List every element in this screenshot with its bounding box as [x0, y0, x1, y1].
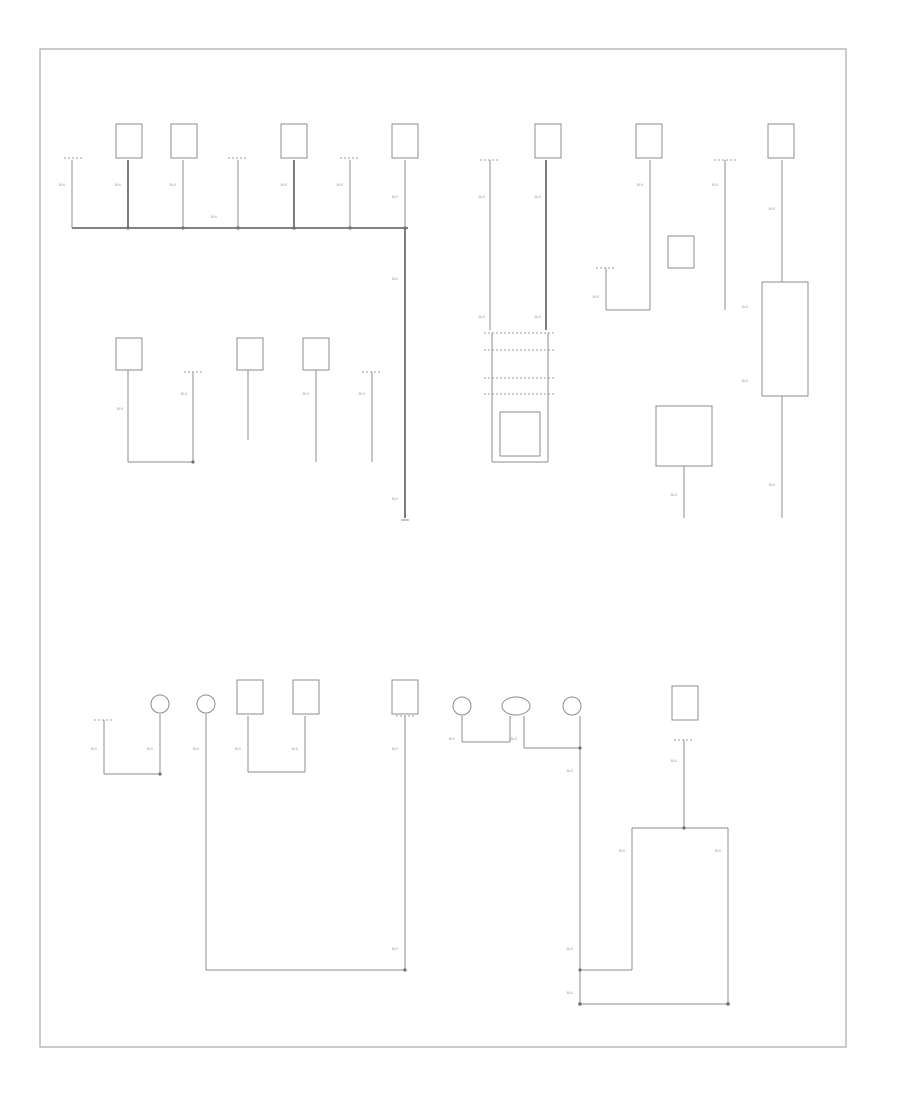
lamp-symbol: [196, 694, 216, 714]
component-box-8: [534, 123, 562, 159]
wire-code-label: BLK: [170, 183, 177, 187]
wire-code-label: BLK: [593, 295, 600, 299]
wire-code-label: BLK: [211, 215, 218, 219]
splice-node: [682, 826, 686, 830]
splice-node: [578, 746, 582, 750]
component-box-9: [499, 411, 541, 457]
wire-code-label: BLK: [392, 947, 399, 951]
wire-code-label: BLK: [567, 947, 574, 951]
wire-code-label: BLK: [715, 849, 722, 853]
splice-node: [578, 1002, 582, 1006]
main-trunk-group: BLK BLK: [392, 228, 409, 521]
component-box-3: [280, 123, 308, 159]
wire-code-label: BLK: [619, 849, 626, 853]
splice-node: [578, 968, 582, 972]
wire-code-label: BLK: [91, 747, 98, 751]
wire-code-label: BLK: [281, 183, 288, 187]
center-column-group: BLK BLK BLK BLK: [479, 123, 562, 463]
splice-node: [158, 772, 162, 776]
component-box-14: [655, 405, 713, 467]
component-box-10: [635, 123, 663, 159]
bottom-right-group: BLK BLK BLK BLK BLK BLK BLK BLK: [449, 685, 730, 1006]
component-box-15: [236, 679, 264, 715]
bottom-left-group: BLK BLK BLK BLK BLK BLK BLK: [91, 679, 419, 972]
wire-code-label: BLK: [637, 183, 644, 187]
splice-node: [348, 226, 352, 230]
wire-code-label: BLK: [567, 769, 574, 773]
wire-code-label: BLK: [117, 407, 124, 411]
wire-code-label: BLK: [742, 379, 749, 383]
top-left-bus-group: BLK BLK BLK BLK BLK BLK BLK: [59, 123, 419, 230]
component-box-7: [302, 337, 330, 371]
lamp-symbol-dual: [501, 696, 531, 716]
component-box-13: [761, 281, 809, 397]
wire-code-label: BLK: [671, 759, 678, 763]
splice-node: [191, 460, 195, 464]
component-box-6: [236, 337, 264, 371]
lamp-symbol: [452, 696, 472, 716]
component-box-18: [671, 685, 699, 721]
wire-code-label: BLK: [292, 747, 299, 751]
lamp-symbol: [150, 694, 170, 714]
wire-code-label: BLK: [392, 195, 399, 199]
wire-code-label: BLK: [742, 305, 749, 309]
wire-code-label: BLK: [359, 392, 366, 396]
component-box-16: [292, 679, 320, 715]
component-box-1: [115, 123, 143, 159]
wire-code-label: BLK: [511, 737, 518, 741]
wire-code-label: BLK: [535, 315, 542, 319]
wire-code-label: BLK: [193, 747, 200, 751]
splice-node: [181, 226, 185, 230]
diagram-frame: [39, 48, 847, 1048]
splice-node: [236, 226, 240, 230]
component-box-17: [391, 679, 419, 715]
wire-code-label: BLK: [115, 183, 122, 187]
wire-code-label: BLK: [769, 483, 776, 487]
wire-code-label: BLK: [392, 497, 399, 501]
wire-code-label: BLK: [712, 183, 719, 187]
component-box-2: [170, 123, 198, 159]
wire-code-label: BLK: [303, 392, 310, 396]
wire-code-label: BLK: [392, 747, 399, 751]
wire-code-label: BLK: [337, 183, 344, 187]
splice-node: [403, 968, 407, 972]
wire-code-label: BLK: [567, 991, 574, 995]
wire-code-label: BLK: [479, 315, 486, 319]
splice-node: [726, 1002, 730, 1006]
wire-code-label: BLK: [671, 493, 678, 497]
component-box-11: [767, 123, 795, 159]
middle-left-group: BLK BLK BLK BLK: [115, 337, 382, 464]
wire-code-label: BLK: [392, 277, 399, 281]
wire-code-label: BLK: [535, 195, 542, 199]
lamp-symbol: [562, 696, 582, 716]
splice-node: [292, 226, 296, 230]
wire-code-label: BLK: [181, 392, 188, 396]
wire-code-label: BLK: [235, 747, 242, 751]
right-group: BLK BLK BLK BLK BLK BLK BLK BLK: [593, 123, 809, 518]
component-box-5: [115, 337, 143, 371]
wire-code-label: BLK: [59, 183, 66, 187]
wire-code-label: BLK: [479, 195, 486, 199]
wire-code-label: BLK: [147, 747, 154, 751]
wire-code-label: BLK: [449, 737, 456, 741]
component-box-4: [391, 123, 419, 159]
component-box-12: [667, 235, 695, 269]
wire-code-label: BLK: [769, 207, 776, 211]
splice-node: [126, 226, 130, 230]
